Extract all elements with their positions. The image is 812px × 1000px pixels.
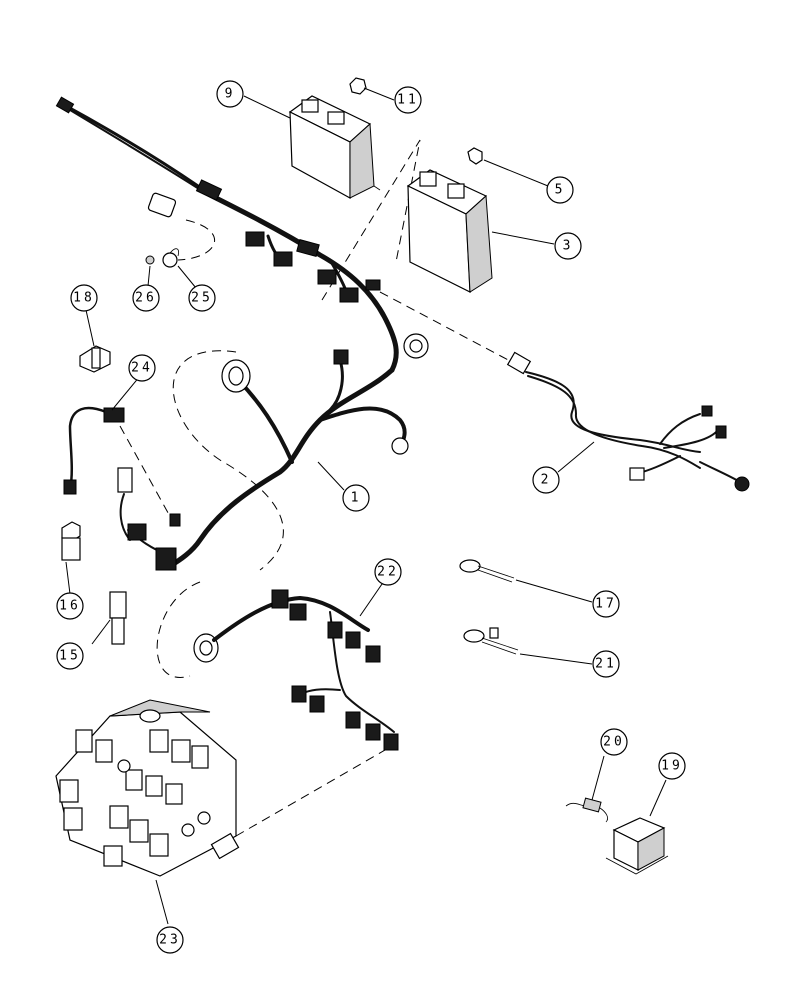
- callout-1: 1: [342, 484, 370, 512]
- svg-text:20: 20: [603, 735, 625, 750]
- svg-text:19: 19: [661, 759, 683, 774]
- callout-21: 21: [592, 650, 620, 678]
- svg-text:15: 15: [59, 649, 81, 664]
- callout-15: 15: [56, 642, 84, 670]
- harness-2: [506, 351, 750, 492]
- dash-harness-2-route: [379, 291, 513, 363]
- callouts: 1 2 3 5 9 11 15 16 17 18 19 20 21 22 23 …: [56, 80, 686, 954]
- callout-23: 23: [156, 926, 184, 954]
- svg-text:22: 22: [377, 565, 399, 580]
- callout-11: 11: [394, 86, 422, 114]
- dash-loop-route: [172, 350, 284, 571]
- part-19-relay: [605, 817, 669, 875]
- callout-20: 20: [600, 728, 628, 756]
- part-18-clip: [79, 345, 111, 373]
- callout-22: 22: [374, 558, 402, 586]
- callout-9: 9: [216, 80, 244, 108]
- svg-text:24: 24: [131, 361, 153, 376]
- callout-5-top: 5: [546, 176, 574, 204]
- callout-26: 26: [132, 284, 160, 312]
- svg-text:16: 16: [59, 599, 81, 614]
- svg-text:25: 25: [191, 291, 213, 306]
- dash-clip-route: [177, 219, 216, 261]
- dash-controller-route: [321, 139, 421, 301]
- main-wiring-harness: [55, 96, 429, 571]
- harness-24: [63, 406, 125, 495]
- part-20-connector: [565, 797, 608, 823]
- callout-19: 19: [658, 752, 686, 780]
- part-16-fitting: [61, 521, 81, 561]
- svg-text:11: 11: [397, 93, 419, 108]
- svg-text:17: 17: [595, 597, 617, 612]
- dash-harness-22-route: [156, 581, 201, 678]
- dashed-routing-lines: [119, 139, 513, 837]
- callout-18: 18: [70, 284, 98, 312]
- callout-25: 25: [188, 284, 216, 312]
- valve-block-23: [55, 699, 240, 877]
- dash-harness-24-route: [119, 425, 173, 521]
- svg-text:23: 23: [159, 933, 181, 948]
- svg-text:18: 18: [73, 291, 95, 306]
- harness-22: [193, 589, 399, 751]
- hardware-nuts: [145, 77, 483, 268]
- svg-text:5: 5: [555, 183, 566, 198]
- cable-ties: [459, 559, 519, 655]
- round-connector: [147, 192, 177, 218]
- callout-17: 17: [592, 590, 620, 618]
- svg-text:26: 26: [135, 291, 157, 306]
- svg-text:2: 2: [541, 473, 552, 488]
- callout-16: 16: [56, 592, 84, 620]
- svg-text:21: 21: [595, 657, 617, 672]
- controller-module-9: [288, 95, 381, 200]
- part-15-fitting: [109, 591, 127, 645]
- callout-3: 3: [554, 232, 582, 260]
- svg-text:3: 3: [563, 239, 574, 254]
- svg-text:1: 1: [351, 491, 362, 506]
- svg-text:9: 9: [225, 87, 236, 102]
- controller-module-3: [406, 169, 493, 293]
- dash-valve-route: [235, 745, 393, 837]
- callout-2: 2: [532, 466, 560, 494]
- leader-lines: [65, 87, 667, 925]
- callout-24: 24: [128, 354, 156, 382]
